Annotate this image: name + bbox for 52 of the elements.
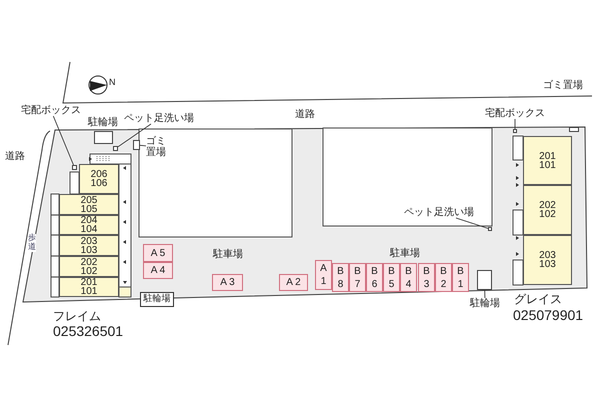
bicycle-shed [477,270,492,290]
delivery-box [513,129,517,133]
unit-box: 202 102 [523,185,572,235]
delivery-box-label: 宅配ボックス [21,105,81,116]
parking-space: A 3 [212,274,243,291]
property-number: 025326501 [53,324,124,340]
unit-box: 203 103 [59,235,119,256]
unit-box: 201 101 [523,136,572,185]
leader-line [118,124,152,148]
pet-wash-spot [488,227,492,231]
bicycle-shed: 駐輪場 [88,117,118,144]
sidewalk-label: 歩道 [28,234,36,252]
unit-box: 202 102 [59,256,119,277]
bicycle-parking-box: 駐輪場 [140,292,174,307]
parking-space: A 5 [143,244,173,262]
garbage-area-label: ゴミ置場 [543,80,583,91]
parking-lot-label: 駐車場 [213,249,243,260]
parking-lot-label: 駐車場 [390,248,420,259]
parking-space: B 2 [435,263,452,292]
leader-line [140,144,146,146]
parking-space: A 1 [315,260,332,290]
parking-space: B 8 [332,263,349,292]
delivery-box [72,165,77,170]
pet-wash-label: ペット足洗い場 [404,207,474,218]
garbage-box [569,127,579,132]
parking-space: B 3 [418,263,435,292]
leader-line [514,118,516,130]
unit-box: 203 103 [523,235,572,285]
parking-space: B 5 [383,263,400,292]
unit-box: 201 101 [59,277,119,297]
parking-space: A 4 [143,262,173,279]
parking-space: B 4 [400,263,417,292]
pet-wash-label: ペット足洗い場 [124,113,194,124]
garbage-box [133,140,140,150]
road-label: 道路 [295,109,315,120]
parking-space: B 1 [452,263,469,292]
north-label: N [109,78,116,88]
unit-box: 205 105 [59,194,119,215]
building-name: グレイス [514,293,562,306]
property-number: 025079901 [513,308,584,324]
bicycle-parking-label: 駐輪場 [470,298,500,309]
parking-space: B 6 [366,263,383,292]
road-label: 道路 [5,151,25,162]
parking-space: A 2 [279,274,308,291]
delivery-box-label: 宅配ボックス [485,108,545,119]
leader-line [456,218,488,229]
garbage-area-label: ゴミ置場 [146,136,167,158]
unit-box: 204 104 [59,215,119,235]
unit-box: 206 106 [79,164,119,194]
pet-wash-spot [113,146,118,151]
parking-space: B 7 [349,263,366,292]
building-name: フレイム [53,310,101,324]
